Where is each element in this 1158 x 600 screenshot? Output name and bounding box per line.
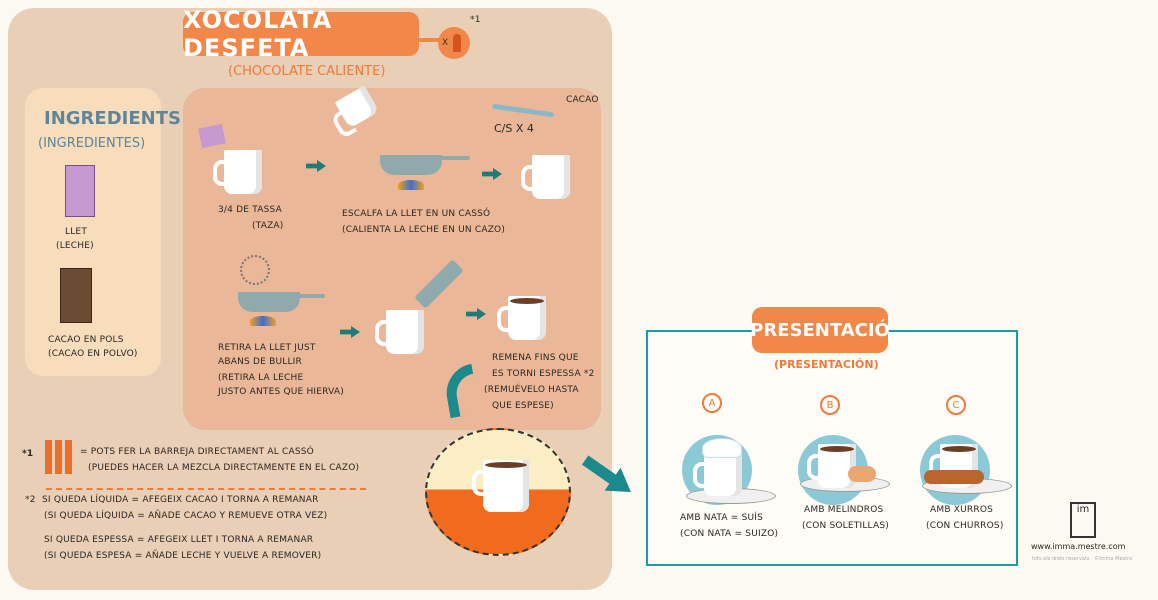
person-icon <box>453 34 461 52</box>
step4-text-es-2: justo antes que hierva) <box>218 387 344 397</box>
ingredient-cacao-es: (Cacao en polvo) <box>48 349 138 359</box>
footnote2-text-4: (Si queda espesa = añade leche y vuelve … <box>44 551 322 561</box>
chocolate-fill <box>820 446 854 452</box>
mug-icon <box>693 452 742 496</box>
option-a-text-es: (Con nata = suizo) <box>680 529 779 539</box>
option-c-text: Amb xurros <box>930 505 994 515</box>
people-group-icon <box>45 440 75 474</box>
cacao-label: Cacao <box>566 95 599 105</box>
mug-with-chocolate-icon <box>807 444 856 488</box>
option-a-text: Amb nata = suís <box>680 513 764 523</box>
footnote1-text: = Pots fer la barreja directament al cas… <box>80 447 314 457</box>
ingredient-milk: Llet <box>65 227 88 237</box>
saucepan-handle <box>430 156 470 160</box>
step1-text-es: (taza) <box>252 221 284 231</box>
footnote2-mark: *2 <box>25 495 36 505</box>
ingredients-heading: Ingredients <box>44 108 181 129</box>
mug-with-chocolate-icon <box>472 460 529 512</box>
ladyfingers-icon <box>848 466 876 482</box>
title-footnote-mark: *1 <box>470 15 481 25</box>
step5-text-es: (Remuévelo hasta <box>484 385 579 395</box>
step5-text: Remena fins que <box>492 353 579 363</box>
step5-text-2: es torni espessa *2 <box>492 369 595 379</box>
footnote2-text: Si queda líquida = afegeix cacao i torna… <box>42 495 319 505</box>
finished-chocolate-illustration <box>425 428 571 556</box>
presentation-title: Presentació <box>750 307 890 353</box>
stove-flame-icon <box>398 180 424 190</box>
mug-icon <box>213 150 262 194</box>
footnote2-text-3: Si queda espessa = afegeix llet i torna … <box>44 535 314 545</box>
cacao-quantity: c/s x 4 <box>494 122 534 135</box>
option-b-badge: B <box>820 395 840 415</box>
chocolate-fill <box>485 462 527 468</box>
saucepan-icon <box>238 292 300 312</box>
option-a-badge: A <box>702 393 722 413</box>
milk-carton-icon <box>65 165 95 217</box>
cacao-bag-icon <box>60 268 92 323</box>
ingredients-panel <box>25 88 161 376</box>
option-c-text-es: (Con churros) <box>926 521 1004 531</box>
recipe-subtitle: (Chocolate caliente) <box>228 64 386 79</box>
footnote1-mark: *1 <box>22 449 34 459</box>
presentation-subtitle: (Presentación) <box>774 358 879 371</box>
step4-text: Retira la llet just <box>218 343 316 353</box>
servings-badge: x <box>438 27 470 59</box>
mug-icon <box>521 155 570 199</box>
ingredient-milk-es: (Leche) <box>56 241 94 251</box>
step5-text-es-2: que espese) <box>492 401 554 411</box>
whipped-cream-icon <box>702 438 742 458</box>
saucepan-handle <box>285 294 325 298</box>
ingredient-cacao: Cacao en pols <box>48 335 124 345</box>
footnote1-text-es: (Puedes hacer la mezcla directamente en … <box>88 463 360 473</box>
chocolate-fill <box>510 298 544 304</box>
title-connector <box>416 38 442 42</box>
copyright-text: tots els drets reservats · ©Imma Mestre <box>1032 556 1133 562</box>
chocolate-fill <box>942 446 976 452</box>
option-b-text: Amb melindros <box>804 505 884 515</box>
footnote2-text-es: (Si queda líquida = añade cacao y remuev… <box>44 511 328 521</box>
churros-icon <box>924 470 984 484</box>
option-c-badge: C <box>946 395 966 415</box>
author-website-link[interactable]: www.imma.mestre.com <box>1031 542 1126 551</box>
mug-with-chocolate-icon <box>497 296 546 340</box>
author-logo: im <box>1070 502 1096 538</box>
stove-flame-icon <box>250 316 276 326</box>
divider <box>46 488 366 490</box>
step4-text-2: abans de bullir <box>218 357 302 367</box>
step2-text-es: (Calienta la leche en un cazo) <box>342 225 506 235</box>
mug-icon <box>375 310 424 354</box>
option-b-text-es: (Con soletillas) <box>802 521 889 531</box>
step4-text-es: (Retira la leche <box>218 373 304 383</box>
step2-text: Escalfa la llet en un cassó <box>342 209 491 219</box>
step1-text: 3/4 de tassa <box>218 205 282 215</box>
ingredients-heading-es: (Ingredientes) <box>38 136 146 151</box>
recipe-title: Xocolata desfeta <box>183 6 419 62</box>
steam-icon <box>240 255 270 285</box>
servings-x: x <box>442 38 449 48</box>
saucepan-icon <box>380 155 442 175</box>
